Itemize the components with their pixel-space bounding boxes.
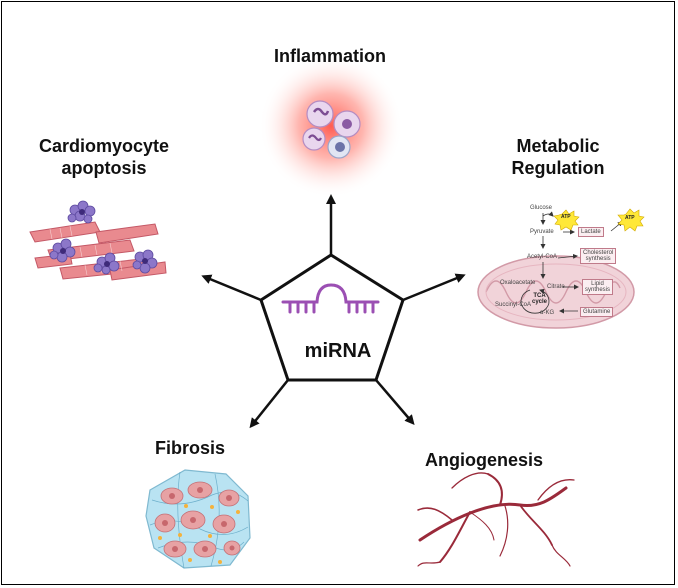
pathway-citrate: Citrate xyxy=(547,284,565,290)
cardiomyocyte-label-line2: apoptosis xyxy=(61,157,147,178)
metabolic-label-line1: Metabolic xyxy=(516,136,600,156)
mirna-label: miRNA xyxy=(304,340,372,362)
cardiomyocyte-cells-icon xyxy=(29,200,167,281)
pathway-lipid-synthesis: Lipid synthesis xyxy=(582,279,614,295)
metabolic-pathway-arrows xyxy=(520,211,623,314)
pathway-atp-2: ATP xyxy=(625,215,635,221)
pathway-lactate: Lactate xyxy=(578,227,604,237)
blood-vessels-icon xyxy=(417,472,575,567)
pathway-lipid-line2: synthesis xyxy=(585,287,611,293)
pathway-tca-line2: cycle xyxy=(532,299,548,305)
pathway-glucose: Glucose xyxy=(530,205,553,211)
mirna-hairpin-icon xyxy=(281,283,380,314)
metabolic-label-line2: Regulation xyxy=(511,157,605,178)
inflammation-cells-icon xyxy=(259,54,403,198)
pathway-glutamine: Glutamine xyxy=(580,307,614,317)
pathway-acetyl-coa: Acetyl-CoA xyxy=(527,254,558,260)
pathway-succinyl-coa: Succinyl-CoA xyxy=(495,302,532,308)
pathway-tca-line1: TCA xyxy=(533,293,546,299)
fibrosis-label: Fibrosis xyxy=(154,438,225,458)
pathway-oxaloacetate: Oxaloacetate xyxy=(500,280,536,286)
pathway-lipid-line1: Lipid xyxy=(591,281,604,287)
pathway-cholesterol-synthesis: Cholesterol synthesis xyxy=(580,248,617,264)
atp-burst-icon xyxy=(553,208,645,232)
arrow-to-cardiomyocyte xyxy=(201,274,262,302)
arrow-to-metabolic xyxy=(402,273,466,302)
cardiomyocyte-label-line1: Cardiomyocyte xyxy=(38,136,170,156)
arrow-to-fibrosis xyxy=(249,379,289,429)
pathway-cholesterol-line1: Cholesterol xyxy=(583,250,614,256)
pathway-pyruvate: Pyruvate xyxy=(530,229,554,235)
mirna-pentagon xyxy=(259,253,405,382)
metabolic-regulation-label: Metabolic Regulation xyxy=(488,136,628,179)
pathway-akg: α-KG xyxy=(540,310,555,316)
pathway-cholesterol-line2: synthesis xyxy=(585,256,611,262)
pathway-tca-cycle: TCA cycle xyxy=(532,293,547,305)
arrow-to-angiogenesis xyxy=(375,379,415,426)
cardiomyocyte-apoptosis-label: Cardiomyocyte apoptosis xyxy=(18,136,190,179)
fibrosis-tissue-icon xyxy=(145,469,251,569)
inflammation-label: Inflammation xyxy=(273,46,386,66)
angiogenesis-label: Angiogenesis xyxy=(424,450,544,470)
pathway-atp-1: ATP xyxy=(561,214,571,220)
